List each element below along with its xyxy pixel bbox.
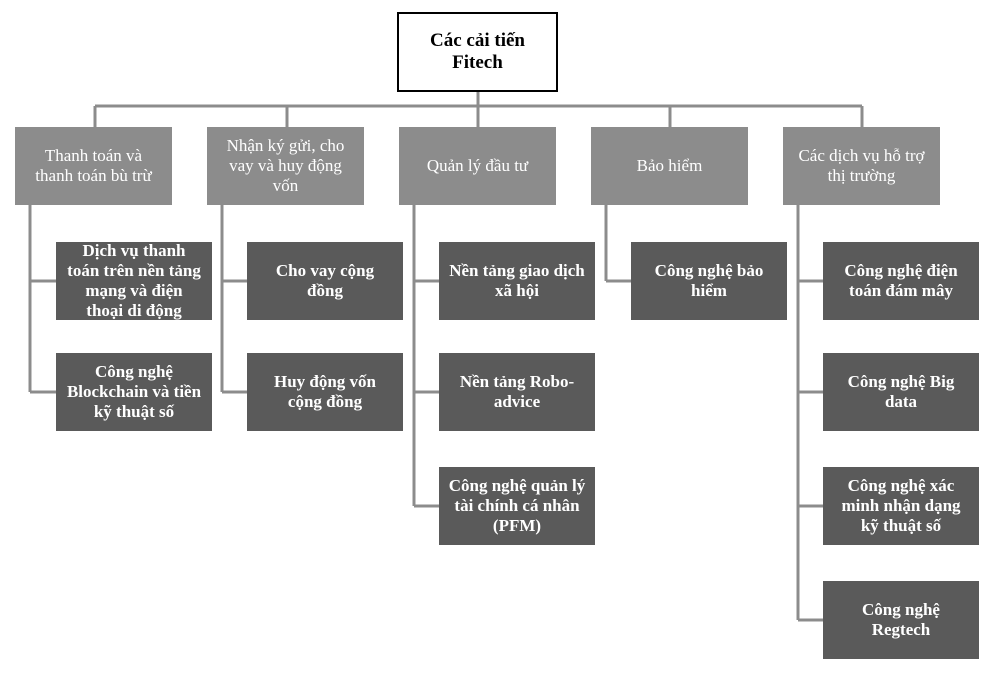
category-investment: Quản lý đầu tư [399,127,556,205]
category-label: Nhận ký gửi, cho vay và huy động vốn [226,135,345,196]
category-market-support: Các dịch vụ hỗ trợ thị trường [783,127,940,205]
item-p2p-lending: Cho vay cộng đồng [247,242,403,320]
item-crowdfunding: Huy động vốn cộng đồng [247,353,403,431]
item-label: Công nghệ Blockchain và tiền kỹ thuật số [66,361,202,422]
item-insurtech: Công nghệ bảo hiểm [631,242,787,320]
category-label: Thanh toán và thanh toán bù trừ [35,145,152,185]
item-label: Huy động vốn cộng đồng [273,371,377,411]
category-insurance: Bảo hiểm [591,127,748,205]
item-big-data: Công nghệ Big data [823,353,979,431]
item-label: Nền tảng Robo- advice [459,371,575,411]
item-robo-advice: Nền tảng Robo- advice [439,353,595,431]
item-digital-identity: Công nghệ xác minh nhận dạng kỹ thuật số [823,467,979,545]
item-label: Cho vay cộng đồng [275,260,375,300]
item-label: Công nghệ xác minh nhận dạng kỹ thuật số [841,475,961,536]
item-pfm: Công nghệ quản lý tài chính cá nhân (PFM… [439,467,595,545]
root-node: Các cải tiến Fitech [397,12,558,92]
item-label: Công nghệ quản lý tài chính cá nhân (PFM… [448,475,586,536]
item-social-trading: Nền tảng giao dịch xã hội [439,242,595,320]
category-label: Quản lý đầu tư [426,155,529,175]
item-label: Công nghệ điện toán đám mây [844,260,958,300]
item-blockchain: Công nghệ Blockchain và tiền kỹ thuật số [56,353,212,431]
category-deposits-lending: Nhận ký gửi, cho vay và huy động vốn [207,127,364,205]
item-label: Công nghệ Regtech [862,599,940,639]
root-label: Các cải tiến Fitech [430,29,525,73]
category-label: Các dịch vụ hỗ trợ thị trường [798,145,925,185]
item-regtech: Công nghệ Regtech [823,581,979,659]
item-label: Công nghệ bảo hiểm [654,260,764,300]
item-label: Dịch vụ thanh toán trên nền tảng mạng và… [67,240,201,321]
item-mobile-payment: Dịch vụ thanh toán trên nền tảng mạng và… [56,240,212,321]
category-label: Bảo hiểm [636,155,703,175]
item-label: Công nghệ Big data [847,371,955,411]
item-cloud-computing: Công nghệ điện toán đám mây [823,242,979,320]
item-label: Nền tảng giao dịch xã hội [449,260,585,300]
category-payments: Thanh toán và thanh toán bù trừ [15,127,172,205]
